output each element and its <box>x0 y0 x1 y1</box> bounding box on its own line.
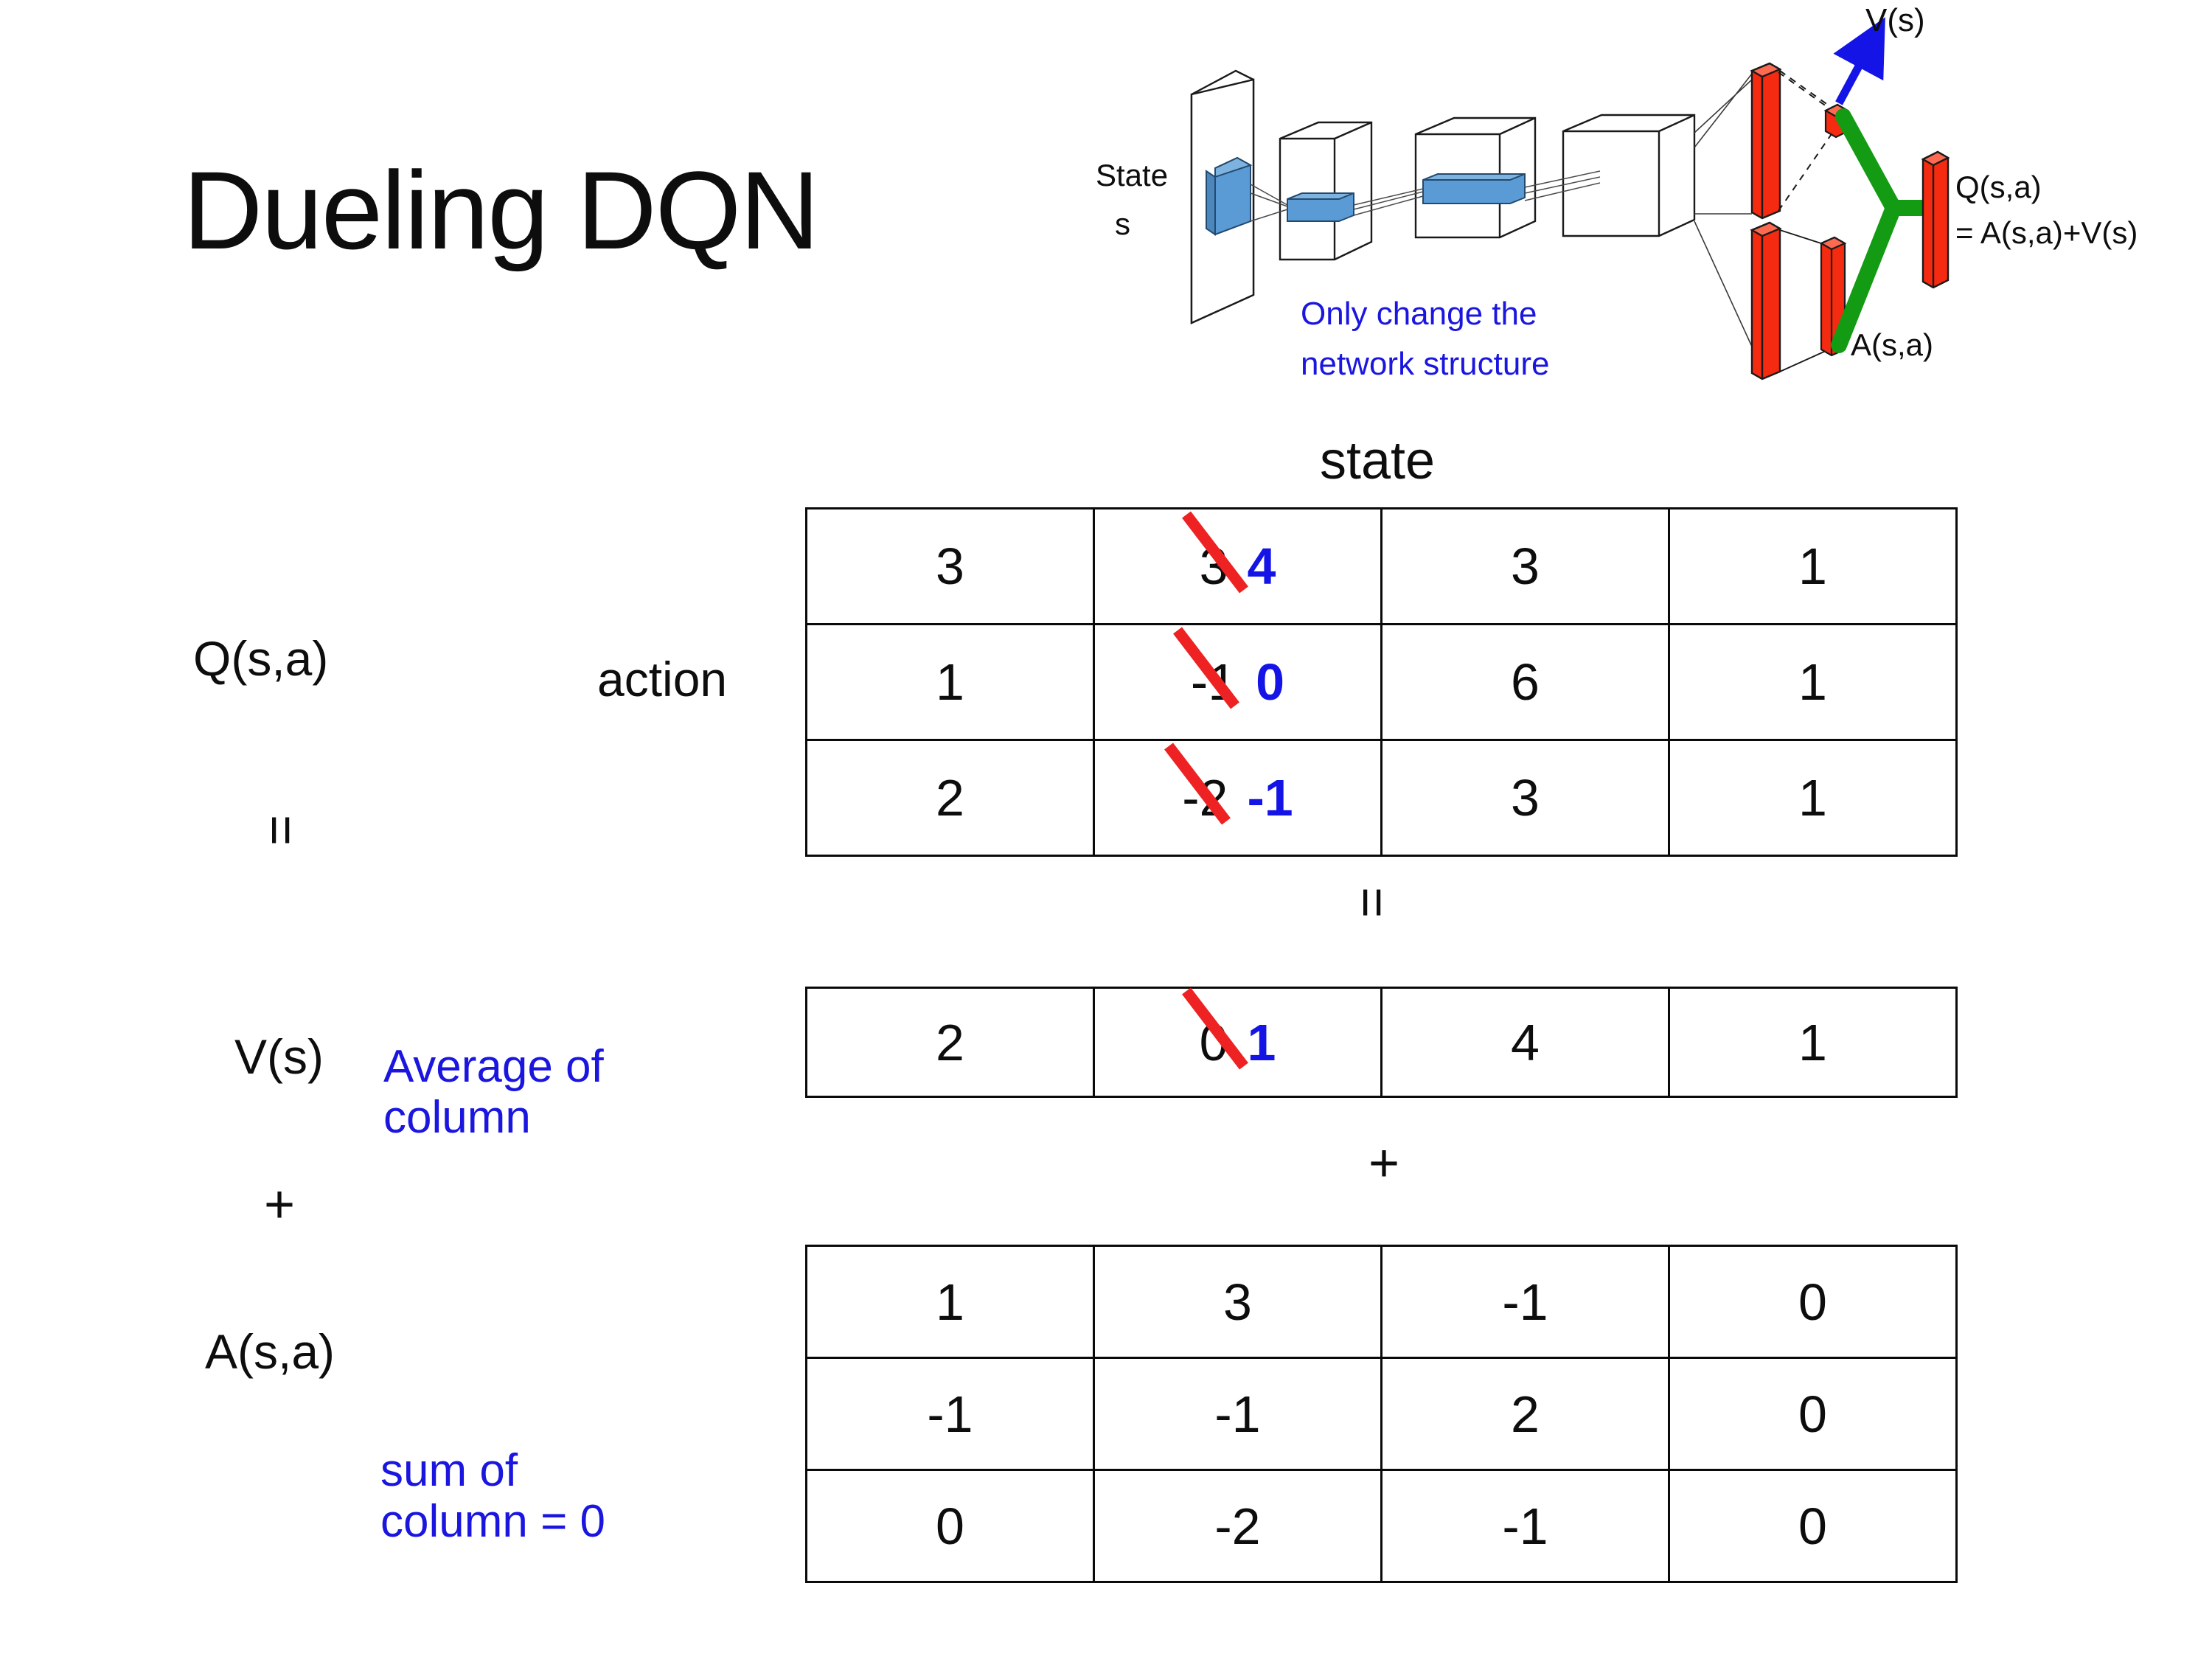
a-sum-note: sum of column = 0 <box>380 1445 606 1548</box>
a-cell-r1c1: -1 <box>1093 1357 1382 1471</box>
svg-text:A(s,a): A(s,a) <box>1851 327 1933 362</box>
a-cell-r2c0: 0 <box>805 1469 1095 1583</box>
q-cell-r1c1-new: 0 <box>1256 653 1285 711</box>
svg-text:Q(s,a): Q(s,a) <box>1955 170 2042 204</box>
table-row: 1 3 -1 0 <box>805 1245 1958 1359</box>
equals-sign-top: = <box>251 814 311 846</box>
svg-text:State: State <box>1096 158 1168 192</box>
q-cell-r0c3: 1 <box>1668 507 1958 625</box>
q-cell-r2c1-old: -2 <box>1164 742 1231 827</box>
q-cell-r2c0: 2 <box>805 739 1095 857</box>
a-cell-r1c3: 0 <box>1668 1357 1958 1471</box>
q-cell-r0c1-old: 3 <box>1181 511 1248 596</box>
v-cell-c3: 1 <box>1668 987 1958 1098</box>
table-row: 0 -2 -1 0 <box>805 1469 1958 1583</box>
a-cell-r0c3: 0 <box>1668 1245 1958 1359</box>
a-cell-r0c2: -1 <box>1380 1245 1670 1359</box>
q-cell-r1c0: 1 <box>805 623 1095 741</box>
plus-sign-left: + <box>264 1175 296 1234</box>
q-cell-r2c1-new: -1 <box>1247 769 1293 827</box>
a-cell-r1c0: -1 <box>805 1357 1095 1471</box>
v-cell-c1-old: 0 <box>1181 987 1248 1072</box>
v-cell-c1-new: 1 <box>1247 1013 1276 1071</box>
table-row: 3 3 4 3 1 <box>805 507 1958 625</box>
svg-text:V(s): V(s) <box>1865 2 1925 38</box>
equals-sign-middle: = <box>1343 886 1402 919</box>
svg-text:Only change the: Only change the <box>1301 296 1537 332</box>
q-cell-r1c1: -1 0 <box>1093 623 1382 741</box>
v-average-note: Average of column <box>383 1041 604 1144</box>
a-cell-r0c0: 1 <box>805 1245 1095 1359</box>
table-row: -1 -1 2 0 <box>805 1357 1958 1471</box>
a-cell-r2c2: -1 <box>1380 1469 1670 1583</box>
q-cell-r0c1-new: 4 <box>1247 538 1276 595</box>
a-cell-r0c1: 3 <box>1093 1245 1382 1359</box>
v-cell-c2: 4 <box>1380 987 1670 1098</box>
dueling-network-diagram: V(s) State s Only change the network s <box>1091 0 2212 413</box>
q-cell-r0c1: 3 4 <box>1093 507 1382 625</box>
q-cell-r2c2: 3 <box>1380 739 1670 857</box>
a-table: 1 3 -1 0 -1 -1 2 0 0 -2 -1 0 <box>805 1245 1958 1583</box>
q-cell-r2c3: 1 <box>1668 739 1958 857</box>
q-cell-r1c3: 1 <box>1668 623 1958 741</box>
table-row: 2 -2 -1 3 1 <box>805 739 1958 857</box>
svg-text:network structure: network structure <box>1301 346 1549 382</box>
v-table: 2 0 1 4 1 <box>805 987 1958 1098</box>
a-cell-r1c2: 2 <box>1380 1357 1670 1471</box>
svg-text:= A(s,a)+V(s): = A(s,a)+V(s) <box>1955 215 2138 250</box>
q-cell-r0c2: 3 <box>1380 507 1670 625</box>
v-cell-c0: 2 <box>805 987 1095 1098</box>
a-cell-r2c3: 0 <box>1668 1469 1958 1583</box>
q-cell-r0c0: 3 <box>805 507 1095 625</box>
q-cell-r1c2: 6 <box>1380 623 1670 741</box>
v-function-label: V(s) <box>234 1029 324 1084</box>
a-function-label: A(s,a) <box>205 1324 335 1379</box>
q-function-label: Q(s,a) <box>193 631 329 686</box>
action-axis-label: action <box>597 652 728 706</box>
q-cell-r2c1: -2 -1 <box>1093 739 1382 857</box>
plus-sign-middle: + <box>1368 1134 1400 1193</box>
table-row: 1 -1 0 6 1 <box>805 623 1958 741</box>
svg-text:s: s <box>1115 206 1130 241</box>
v-cell-c1: 0 1 <box>1093 987 1382 1098</box>
table-row: 2 0 1 4 1 <box>805 987 1958 1098</box>
page-title: Dueling DQN <box>183 148 820 272</box>
q-cell-r1c1-old: -1 <box>1172 627 1239 712</box>
a-cell-r2c1: -2 <box>1093 1469 1382 1583</box>
state-axis-label: state <box>1320 431 1436 490</box>
q-table: 3 3 4 3 1 1 -1 <box>805 507 1958 857</box>
